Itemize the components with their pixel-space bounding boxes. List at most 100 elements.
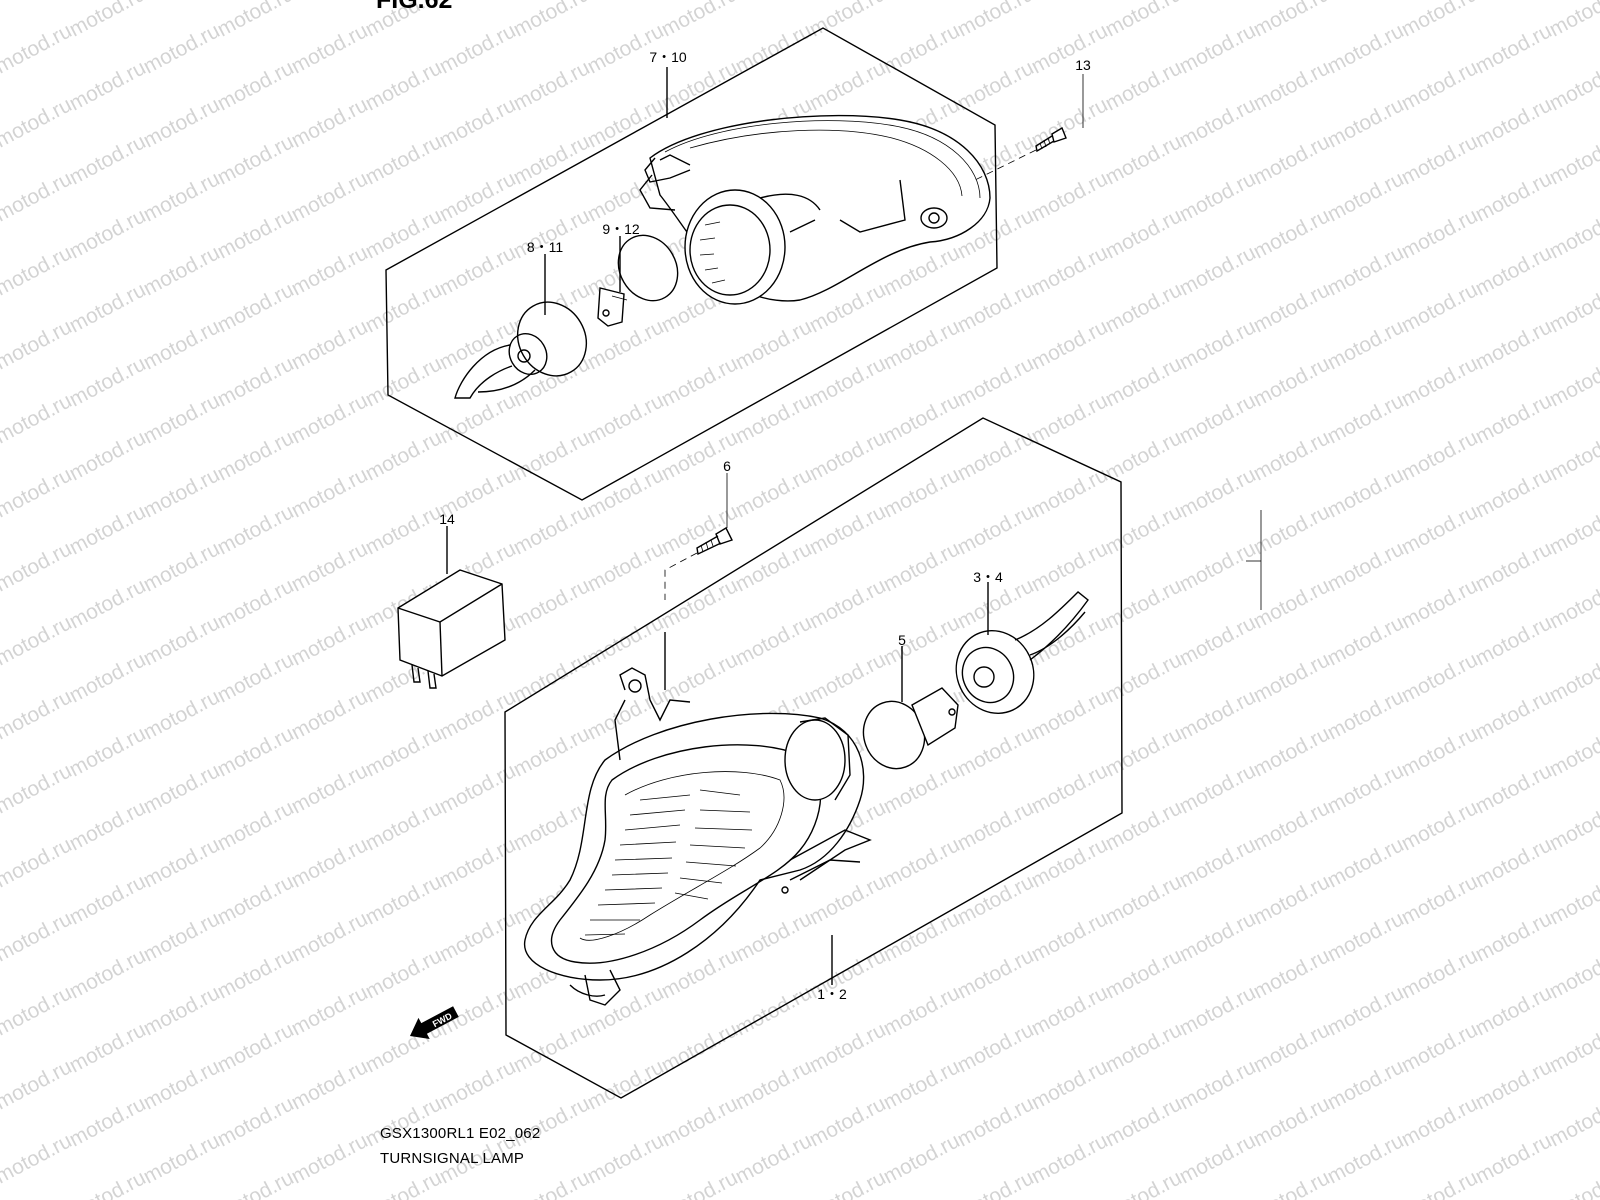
watermark-text: motod.ru [1102,1018,1186,1077]
watermark-text: motod.ru [140,167,224,226]
watermark-text: motod.ru [1176,981,1260,1040]
rear-socket[interactable] [454,290,600,399]
front-socket[interactable] [943,591,1089,726]
watermark-text: motod.ru [66,648,150,707]
watermark-text: motod.ru [1028,315,1112,374]
watermark-text: motod.ru [288,19,372,78]
watermark-text: motod.ru [880,833,964,892]
watermark-text: motod.ru [1102,1166,1186,1200]
watermark-text: motod.ru [1176,0,1260,4]
callout-3-4: 3・4 [973,569,1003,585]
watermark-text: motod.ru [658,574,742,633]
watermark-text: motod.ru [1250,1166,1334,1200]
figure-title: FIG.62 [376,0,453,14]
watermark-text: motod.ru [1472,1129,1556,1188]
watermark-text: motod.ru [1028,241,1112,300]
watermark-text: motod.ru [658,0,742,41]
watermark-text: motod.ru [1546,278,1600,337]
watermark-text: motod.ru [362,426,446,485]
watermark-text: motod.ru [214,500,298,559]
watermark-text: motod.ru [214,426,298,485]
watermark-text: motod.ru [0,611,76,670]
watermark-text: motod.ru [1324,19,1408,78]
watermark-text: motod.ru [510,1018,594,1077]
watermark-text: motod.ru [0,1129,76,1188]
watermark-text: motod.ru [436,685,520,744]
callout-8-11: 8・11 [527,239,564,255]
watermark-text: motod.ru [1398,1018,1482,1077]
watermark-text: motod.ru [140,981,224,1040]
watermark-text: motod.ru [732,0,816,4]
watermark-text: motod.ru [1176,315,1260,374]
watermark-text: motod.ru [1028,759,1112,818]
watermark-text: motod.ru [658,56,742,115]
watermark-text: motod.ru [362,870,446,929]
watermark-text: motod.ru [436,0,520,4]
watermark-text: motod.ru [880,315,964,374]
watermark-text: motod.ru [1324,167,1408,226]
watermark-text: motod.ru [806,870,890,929]
watermark-text: motod.ru [1324,759,1408,818]
watermark-text: motod.ru [140,1129,224,1188]
watermark-text: motod.ru [1028,19,1112,78]
watermark-text: motod.ru [1250,278,1334,337]
relay-14[interactable] [397,569,506,689]
watermark-text: motod.ru [510,1092,594,1151]
watermark-text: motod.ru [1102,278,1186,337]
watermark-text: motod.ru [140,611,224,670]
watermark-text: motod.ru [1102,130,1186,189]
watermark-text: motod.ru [954,1092,1038,1151]
watermark-text: motod.ru [1398,352,1482,411]
callout-7-10: 7・10 [649,49,687,65]
watermark-text: motod.ru [0,463,76,522]
watermark-text: motod.ru [436,241,520,300]
watermark-text: motod.ru [214,204,298,263]
watermark-text: motod.ru [732,389,816,448]
watermark-text: motod.ru [1546,870,1600,929]
watermark-text: motod.ru [1398,426,1482,485]
watermark-text: motod.ru [1028,611,1112,670]
watermark-text: motod.ru [1546,1018,1600,1077]
front-bulb[interactable] [854,687,959,777]
watermark-text: motod.ru [0,0,2,41]
watermark-text: motod.ru [806,1092,890,1151]
watermark-text: motod.ru [1398,500,1482,559]
watermark-text: motod.ru [584,389,668,448]
watermark-text: motod.ru [1472,981,1556,1040]
watermark-text: motod.ru [214,130,298,189]
watermark-text: motod.ru [0,167,76,226]
watermark-text: motod.ru [1102,426,1186,485]
watermark-text: motod.ru [140,685,224,744]
leader-6 [664,552,698,600]
watermark-text: motod.ru [954,1018,1038,1077]
watermark-text: motod.ru [732,1129,816,1188]
watermark-text: motod.ru [1472,315,1556,374]
watermark-text: motod.ru [1324,1129,1408,1188]
watermark-text: motod.ru [1250,0,1334,41]
watermark-text: motod.ru [880,463,964,522]
watermark-text: motod.ru [1028,537,1112,596]
front-lamp-housing[interactable] [524,667,872,1006]
watermark-text: motod.ru [658,500,742,559]
watermark-text: motod.ru [658,1166,742,1200]
screw-6[interactable] [696,527,733,556]
watermark-text: motod.ru [1250,796,1334,855]
watermark-text: motod.ru [288,315,372,374]
rear-bulb[interactable] [597,225,689,327]
watermark-text: motod.ru [362,722,446,781]
watermark-text: motod.ru [288,685,372,744]
watermark-text: motod.ru [1472,19,1556,78]
watermark-text: motod.ru [954,722,1038,781]
watermark-text: motod.ru [66,56,150,115]
rear-lamp-housing[interactable] [639,114,991,305]
watermark-text: motod.ru [1398,870,1482,929]
watermark-text: motod.ru [1472,537,1556,596]
watermark-text: motod.ru [806,56,890,115]
watermark-text: motod.ru [1250,1092,1334,1151]
screw-13[interactable] [1035,126,1067,153]
watermark-text: motod.ru [584,0,668,4]
watermark-text: motod.ru [880,1055,964,1114]
watermark-text: motod.ru [1398,722,1482,781]
watermark-text: motod.ru [0,0,76,4]
watermark-text: motod.ru [584,93,668,152]
